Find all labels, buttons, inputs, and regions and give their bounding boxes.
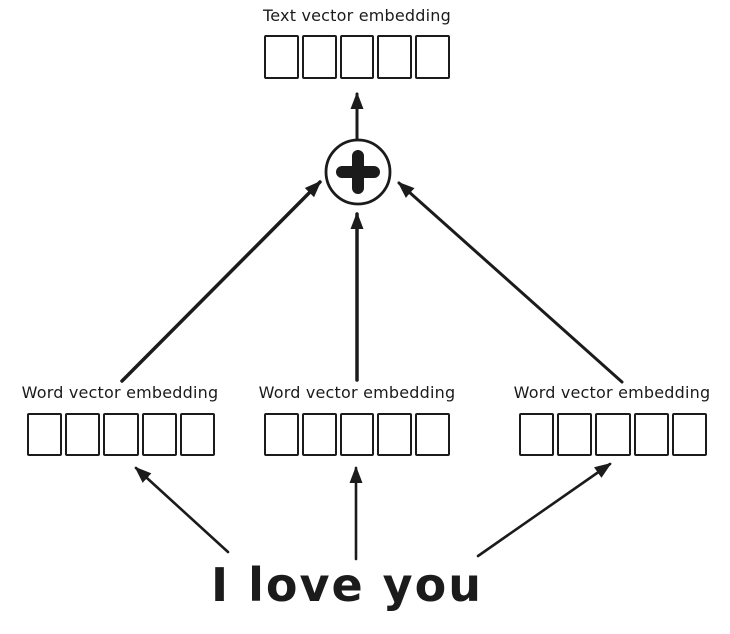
- arrow-sentence-to-word-embedding-1: [134, 466, 230, 554]
- vector-cell: [301, 413, 337, 456]
- vector-cell: [415, 413, 450, 456]
- arrow-word-embedding-1-to-sum: [120, 180, 322, 383]
- vector-cell: [595, 413, 631, 456]
- plus-icon: [336, 150, 380, 194]
- word-embedding-label: Word vector embedding: [21, 383, 219, 402]
- vector-cell: [415, 35, 450, 79]
- vector-cell: [671, 413, 708, 456]
- vector-cell: [141, 413, 177, 456]
- vector-cell: [633, 413, 669, 456]
- input-sentence: I love you: [210, 558, 484, 612]
- vector-cell: [519, 413, 555, 456]
- vector-cell: [377, 413, 413, 456]
- vector-cell: [65, 413, 101, 456]
- word-embedding-vector: [519, 413, 708, 456]
- vector-cell: [339, 413, 375, 456]
- vector-cell: [339, 35, 375, 79]
- vector-cell: [557, 413, 593, 456]
- word-embedding-label: Word vector embedding: [258, 383, 456, 402]
- arrow-sentence-to-word-embedding-3: [476, 462, 612, 558]
- vector-cell: [377, 35, 413, 79]
- word-embedding-vector: [27, 413, 216, 456]
- text-embedding-label: Text vector embedding: [263, 6, 451, 25]
- word-embedding-vector: [264, 413, 450, 456]
- vector-cell: [179, 413, 216, 456]
- vector-cell: [103, 413, 139, 456]
- vector-cell: [264, 35, 299, 79]
- text-embedding-vector: [264, 35, 450, 79]
- word-embedding-label: Word vector embedding: [513, 383, 711, 402]
- vector-cell: [27, 413, 63, 456]
- vector-cell: [301, 35, 337, 79]
- arrow-word-embedding-3-to-sum: [397, 181, 624, 384]
- sum-node: [324, 138, 392, 206]
- vector-cell: [264, 413, 299, 456]
